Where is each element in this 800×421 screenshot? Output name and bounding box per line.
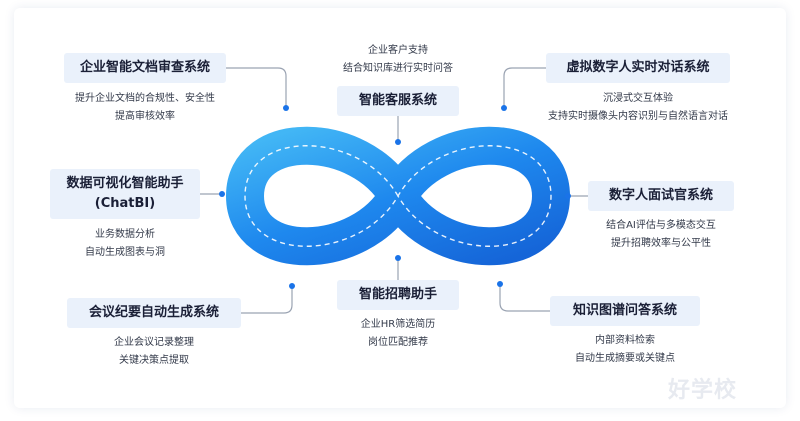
title-line: 数据可视化智能助手 [66, 176, 184, 191]
node-data-viz-title: 数据可视化智能助手 (ChatBI) [50, 169, 200, 219]
desc-line: 关键决策点提取 [119, 355, 189, 366]
desc-line: 企业会议记录整理 [114, 337, 194, 348]
connector-dots [219, 105, 571, 289]
node-interviewer-desc: 结合AI评估与多模态交互 提升招聘效率与公平性 [580, 217, 742, 253]
node-meeting-desc: 企业会议记录整理 关键决策点提取 [74, 334, 234, 370]
desc-line: 自动生成摘要或关键点 [575, 353, 675, 364]
desc-line: 提升招聘效率与公平性 [611, 238, 711, 249]
desc-line: 结合知识库进行实时问答 [343, 63, 453, 74]
desc-line: 业务数据分析 [95, 229, 155, 240]
connector-virtual-human [503, 67, 546, 108]
dot-recruit [395, 255, 401, 261]
dot-knowledge-graph [497, 281, 503, 287]
node-customer-service-title: 智能客服系统 [337, 86, 459, 116]
desc-line: 提高审核效率 [115, 111, 175, 122]
desc-line: 岗位匹配推荐 [368, 337, 428, 348]
node-customer-service-desc: 企业客户支持 结合知识库进行实时问答 [318, 42, 478, 78]
node-virtual-human-desc: 沉浸式交互体验 支持实时摄像头内容识别与自然语言对话 [528, 90, 748, 126]
dot-virtual-human [501, 105, 507, 111]
connector-lines [200, 67, 588, 314]
connector-knowledge-graph [499, 284, 550, 312]
node-doc-review-title: 企业智能文档审查系统 [64, 53, 226, 83]
desc-line: 内部资料检索 [595, 335, 655, 346]
dot-customer-service [395, 139, 401, 145]
desc-line: 企业HR筛选简历 [360, 319, 436, 330]
node-interviewer-title: 数字人面试官系统 [588, 181, 734, 211]
dot-meeting [289, 283, 295, 289]
desc-line: 提升企业文档的合规性、安全性 [75, 93, 215, 104]
desc-line: 企业客户支持 [368, 45, 428, 56]
connector-meeting [241, 286, 293, 314]
infinity-symbol [226, 126, 570, 266]
node-recruit-desc: 企业HR筛选简历 岗位匹配推荐 [328, 316, 468, 352]
desc-line: 支持实时摄像头内容识别与自然语言对话 [548, 111, 728, 122]
node-doc-review-desc: 提升企业文档的合规性、安全性 提高审核效率 [60, 90, 230, 126]
node-knowledge-graph-desc: 内部资料检索 自动生成摘要或关键点 [545, 332, 705, 368]
title-line: (ChatBI) [94, 196, 156, 211]
node-knowledge-graph-title: 知识图谱问答系统 [550, 296, 700, 326]
node-recruit-title: 智能招聘助手 [337, 280, 459, 310]
node-meeting-title: 会议纪要自动生成系统 [67, 298, 241, 328]
desc-line: 结合AI评估与多模态交互 [606, 220, 716, 231]
connector-doc-review [226, 67, 287, 108]
node-data-viz-desc: 业务数据分析 自动生成图表与洞 [60, 226, 190, 262]
dot-doc-review [283, 105, 289, 111]
desc-line: 沉浸式交互体验 [603, 93, 673, 104]
watermark-logo: 好学校 [668, 378, 738, 403]
dot-interviewer [565, 193, 571, 199]
node-virtual-human-title: 虚拟数字人实时对话系统 [546, 53, 730, 83]
dot-data-viz [219, 191, 225, 197]
desc-line: 自动生成图表与洞 [85, 247, 165, 258]
